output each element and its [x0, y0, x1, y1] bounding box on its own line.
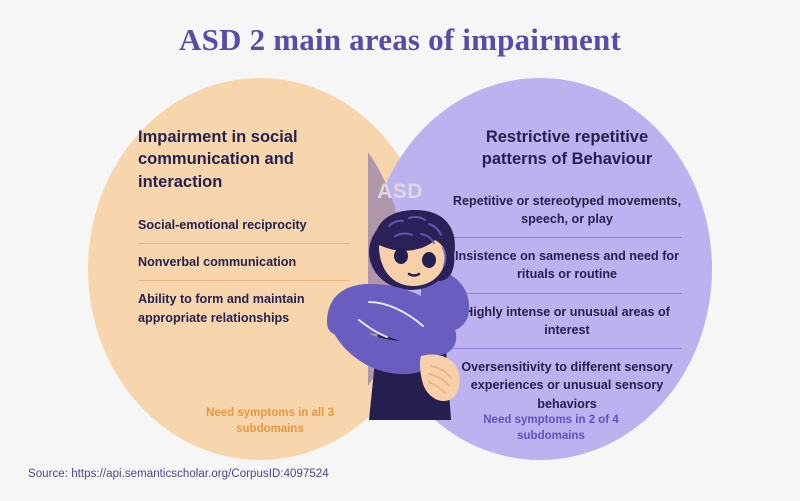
right-circle-footer: Need symptoms in 2 of 4 subdomains — [483, 414, 619, 443]
left-circle-content: Impairment in social communication and i… — [138, 126, 350, 336]
page-title: ASD 2 main areas of impairment — [179, 22, 621, 57]
child-illustration — [325, 210, 485, 420]
right-circle-content: Restrictive repetitive patterns of Behav… — [452, 126, 682, 422]
right-heading: Restrictive repetitive patterns of Behav… — [481, 128, 653, 169]
list-item: Social-emotional reciprocity — [138, 217, 307, 232]
list-item: Insistence on sameness and need for ritu… — [452, 237, 682, 293]
list-item: Nonverbal communication — [138, 243, 350, 280]
list-item: Ability to form and maintain appropriate… — [138, 280, 350, 336]
venn-overlap-label: ASD — [377, 180, 423, 203]
list-item: Highly intense or unusual areas of inter… — [452, 292, 682, 349]
left-heading: Impairment in social communication and i… — [138, 128, 298, 191]
left-circle-footer: Need symptoms in all 3 subdomains — [206, 407, 334, 436]
list-item: Oversensitivity to different sensory exp… — [452, 348, 682, 422]
source-caption: Source: https://api.semanticscholar.org/… — [28, 468, 329, 480]
list-item: Repetitive or stereotyped movements, spe… — [452, 193, 682, 226]
